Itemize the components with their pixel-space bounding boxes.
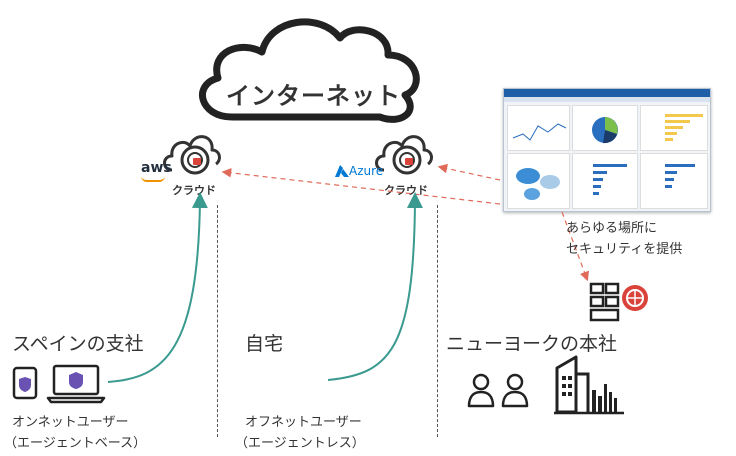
branch-user-line2: （エージェントベース）	[4, 436, 147, 451]
azure-logo-icon	[335, 165, 349, 177]
users-icon	[467, 373, 529, 408]
arrow-dashboard-to-azure	[437, 163, 501, 181]
arrow-home-to-azure	[327, 192, 423, 381]
arrow-dashboard-to-hq	[561, 211, 589, 282]
branch-user-line1: オンネットユーザー	[12, 415, 129, 430]
home-user-line2: （エージェントレス）	[235, 436, 365, 451]
hq-title: ニューヨークの本社	[446, 333, 618, 355]
separator-1	[217, 205, 218, 437]
internet-label: インターネット	[226, 82, 401, 110]
home-title: 自宅	[245, 333, 284, 355]
separator-2	[437, 205, 438, 437]
aws-smile	[141, 176, 165, 182]
tablet-icon	[12, 366, 38, 400]
arrow-branch-to-aws	[107, 192, 208, 383]
laptop-icon	[46, 364, 106, 404]
azure-logo-text: Azure	[349, 164, 384, 178]
security-note-line2: セキュリティを提供	[566, 242, 683, 257]
building-icon	[554, 355, 624, 415]
dashboard-thumbnail	[503, 88, 711, 212]
aws-logo: aws	[141, 160, 172, 176]
firewall-icon	[589, 282, 648, 322]
cloud-icon-aws	[163, 135, 221, 175]
cloud-icon-azure	[375, 135, 433, 175]
branch-title: スペインの支社	[12, 333, 144, 355]
security-note-line1: あらゆる場所に	[566, 221, 658, 236]
arrow-dashboard-to-aws	[221, 168, 501, 205]
home-user-line1: オフネットユーザー	[245, 415, 362, 430]
